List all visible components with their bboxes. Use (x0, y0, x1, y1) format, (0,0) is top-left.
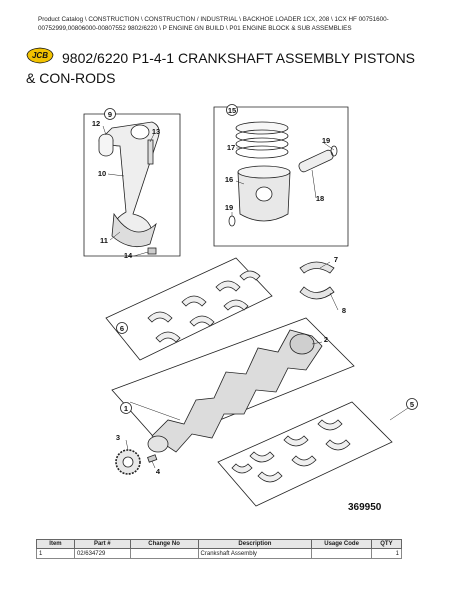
cell-part-number[interactable]: 02/634729 (73, 548, 131, 559)
crankshaft-shape (151, 329, 323, 453)
callout-13: 13 (152, 127, 160, 136)
bushing-12 (98, 133, 114, 147)
conrod-cap (111, 212, 157, 248)
key-4 (147, 454, 158, 463)
callout-4: 4 (156, 467, 161, 476)
callout-8: 8 (342, 306, 346, 315)
column-header-item: Item (36, 539, 75, 549)
table-row: 1 02/634729 Crankshaft Assembly 1 (36, 548, 403, 559)
column-header-qty: QTY (370, 539, 403, 549)
callout-6: 6 (120, 324, 124, 333)
callout-17: 17 (227, 143, 235, 152)
callout-12: 12 (92, 119, 100, 128)
callout-3: 3 (116, 433, 120, 442)
column-header-usage-code: Usage Code (311, 539, 372, 549)
ring-top (235, 121, 289, 135)
callout-2: 2 (324, 335, 328, 344)
thrust-washer-8 (299, 286, 335, 300)
column-header-description: Description (197, 539, 313, 549)
main-bearing-upper-outline (105, 257, 273, 361)
callout-16: 16 (225, 175, 233, 184)
svg-text:JCB: JCB (32, 51, 48, 60)
column-header-part-number: Part # (73, 539, 131, 549)
cell-usage-code (311, 548, 372, 559)
nut-14 (147, 247, 157, 255)
callout-7: 7 (334, 255, 338, 264)
gudgeon-pin (298, 149, 334, 173)
callout-1: 1 (124, 404, 128, 413)
callout-19-bottom: 19 (225, 203, 233, 212)
parts-table: Item Part # Change No Description Usage … (36, 539, 403, 559)
callout-18: 18 (316, 194, 324, 203)
bolt-13 (147, 139, 154, 165)
callout-14: 14 (124, 251, 133, 260)
cell-item: 1 (36, 548, 75, 559)
column-header-change-no: Change No (129, 539, 199, 549)
circlip-19a (330, 145, 338, 157)
cell-change-no (129, 548, 199, 559)
page-title: 9802/6220 P1-4-1 CRANKSHAFT ASSEMBLY PIS… (26, 50, 416, 86)
crank-gear (115, 449, 141, 475)
breadcrumb: Product Catalog \ CONSTRUCTION \ CONSTRU… (38, 16, 389, 32)
main-bearings-lower (231, 419, 351, 483)
callout-labels: 9 12 13 10 11 14 15 17 19 16 19 18 7 8 6… (92, 106, 414, 476)
conrod-small-end (130, 124, 150, 140)
circlip-19b (228, 215, 236, 227)
conrod-group-outline (83, 113, 181, 257)
callout-11: 11 (100, 236, 108, 245)
callout-15: 15 (228, 106, 236, 115)
callout-9: 9 (108, 110, 112, 119)
crankshaft-group-outline (111, 317, 355, 445)
main-bearing-lower-outline (217, 401, 393, 507)
thrust-washer-7 (299, 261, 335, 274)
conrod-shape (103, 121, 160, 237)
main-bearings-upper (147, 270, 261, 343)
parts-table-header: Item Part # Change No Description Usage … (36, 539, 403, 549)
jcb-logo: JCB (26, 47, 54, 64)
callout-5: 5 (410, 400, 414, 409)
piston-group-outline (213, 106, 349, 247)
diagram-reference-number: 369950 (348, 502, 382, 513)
cell-qty: 1 (370, 548, 403, 559)
cell-description: Crankshaft Assembly (197, 548, 313, 559)
callout-19-top: 19 (322, 136, 330, 145)
piston-body (237, 171, 291, 222)
callout-10: 10 (98, 169, 106, 178)
